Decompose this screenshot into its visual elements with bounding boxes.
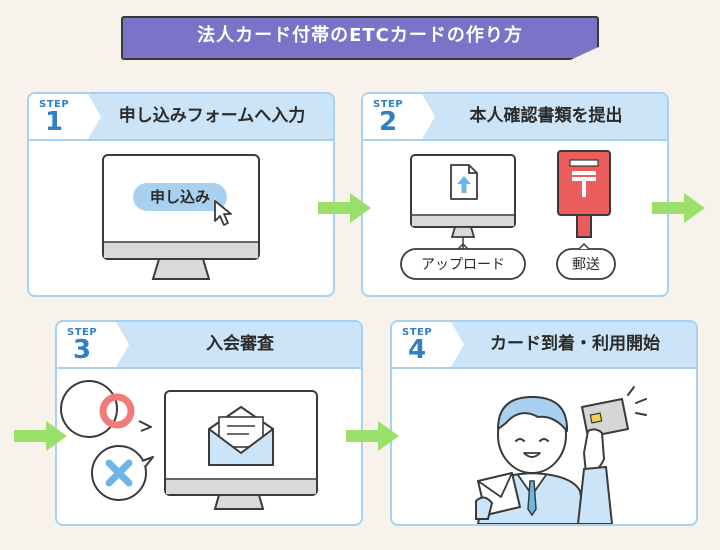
- step-1-card: STEP 1 申し込みフォームへ入力 申し込み: [27, 92, 335, 297]
- envelope-icon: [208, 406, 274, 466]
- arrow-step1-to-step2: [318, 193, 371, 223]
- monitor-icon: [102, 154, 260, 280]
- step-2-word: STEP: [373, 99, 404, 110]
- step-1-title: 申し込みフォームへ入力: [118, 106, 306, 126]
- step-3-header: STEP 3 入会審査: [57, 322, 361, 369]
- step-3-card: STEP 3 入会審査: [55, 320, 363, 526]
- step-3-tag: STEP 3: [57, 322, 129, 367]
- step-2-illustration: アップロード 郵送: [400, 150, 616, 280]
- step-4-illustration: [475, 386, 647, 524]
- step-4-tag: STEP 4: [392, 322, 464, 367]
- cursor-icon: [214, 200, 232, 226]
- step-2-title: 本人確認書類を提出: [469, 106, 623, 126]
- step-1-illustration: 申し込み: [102, 154, 260, 280]
- step-1-word: STEP: [39, 99, 70, 110]
- upload-option-label: アップロード: [421, 257, 505, 273]
- step-1-tag: STEP 1: [29, 94, 101, 139]
- mailbox-icon: [557, 150, 611, 238]
- sparkle-lines-icon: [627, 386, 647, 416]
- step-1-number: 1: [45, 107, 64, 137]
- arrow-into-step3: [14, 421, 67, 451]
- upload-option-pill: [400, 248, 526, 280]
- step-2-card: STEP 2 本人確認書類を提出 アップロード 郵送: [361, 92, 669, 297]
- step-4-title: カード到着・利用開始: [490, 334, 660, 354]
- step-4-number: 4: [408, 335, 427, 365]
- reject-icon: [91, 445, 154, 501]
- apply-button-shape: [133, 183, 227, 211]
- upload-pointer: [457, 242, 469, 250]
- step-1-header: STEP 1 申し込みフォームへ入力: [29, 94, 333, 141]
- step-2-number: 2: [379, 107, 398, 137]
- step-3-title: 入会審査: [206, 334, 274, 354]
- step-4-header: STEP 4 カード到着・利用開始: [392, 322, 696, 369]
- step-3-word: STEP: [67, 327, 98, 338]
- credit-card-icon: [576, 398, 629, 524]
- title-banner-shape: [121, 16, 599, 60]
- page-title: 法人カード付帯のETCカードの作り方: [197, 25, 523, 46]
- upload-document-icon: [450, 164, 478, 200]
- arrow-step2-continue: [652, 193, 705, 223]
- step-4-card: STEP 4 カード到着・利用開始: [390, 320, 698, 526]
- step-2-tag: STEP 2: [363, 94, 435, 139]
- mail-pointer: [578, 242, 590, 250]
- step-3-illustration: [60, 379, 318, 510]
- title-banner: 法人カード付帯のETCカードの作り方: [121, 16, 599, 60]
- step-3-number: 3: [73, 335, 92, 365]
- arrow-step3-to-step4: [346, 421, 399, 451]
- approve-icon: [60, 379, 152, 438]
- step-2-header: STEP 2 本人確認書類を提出: [363, 94, 667, 141]
- apply-button-label: 申し込み: [150, 188, 210, 206]
- mail-option-label: 郵送: [572, 257, 600, 273]
- envelope-icon: [475, 472, 521, 520]
- step-4-word: STEP: [402, 327, 433, 338]
